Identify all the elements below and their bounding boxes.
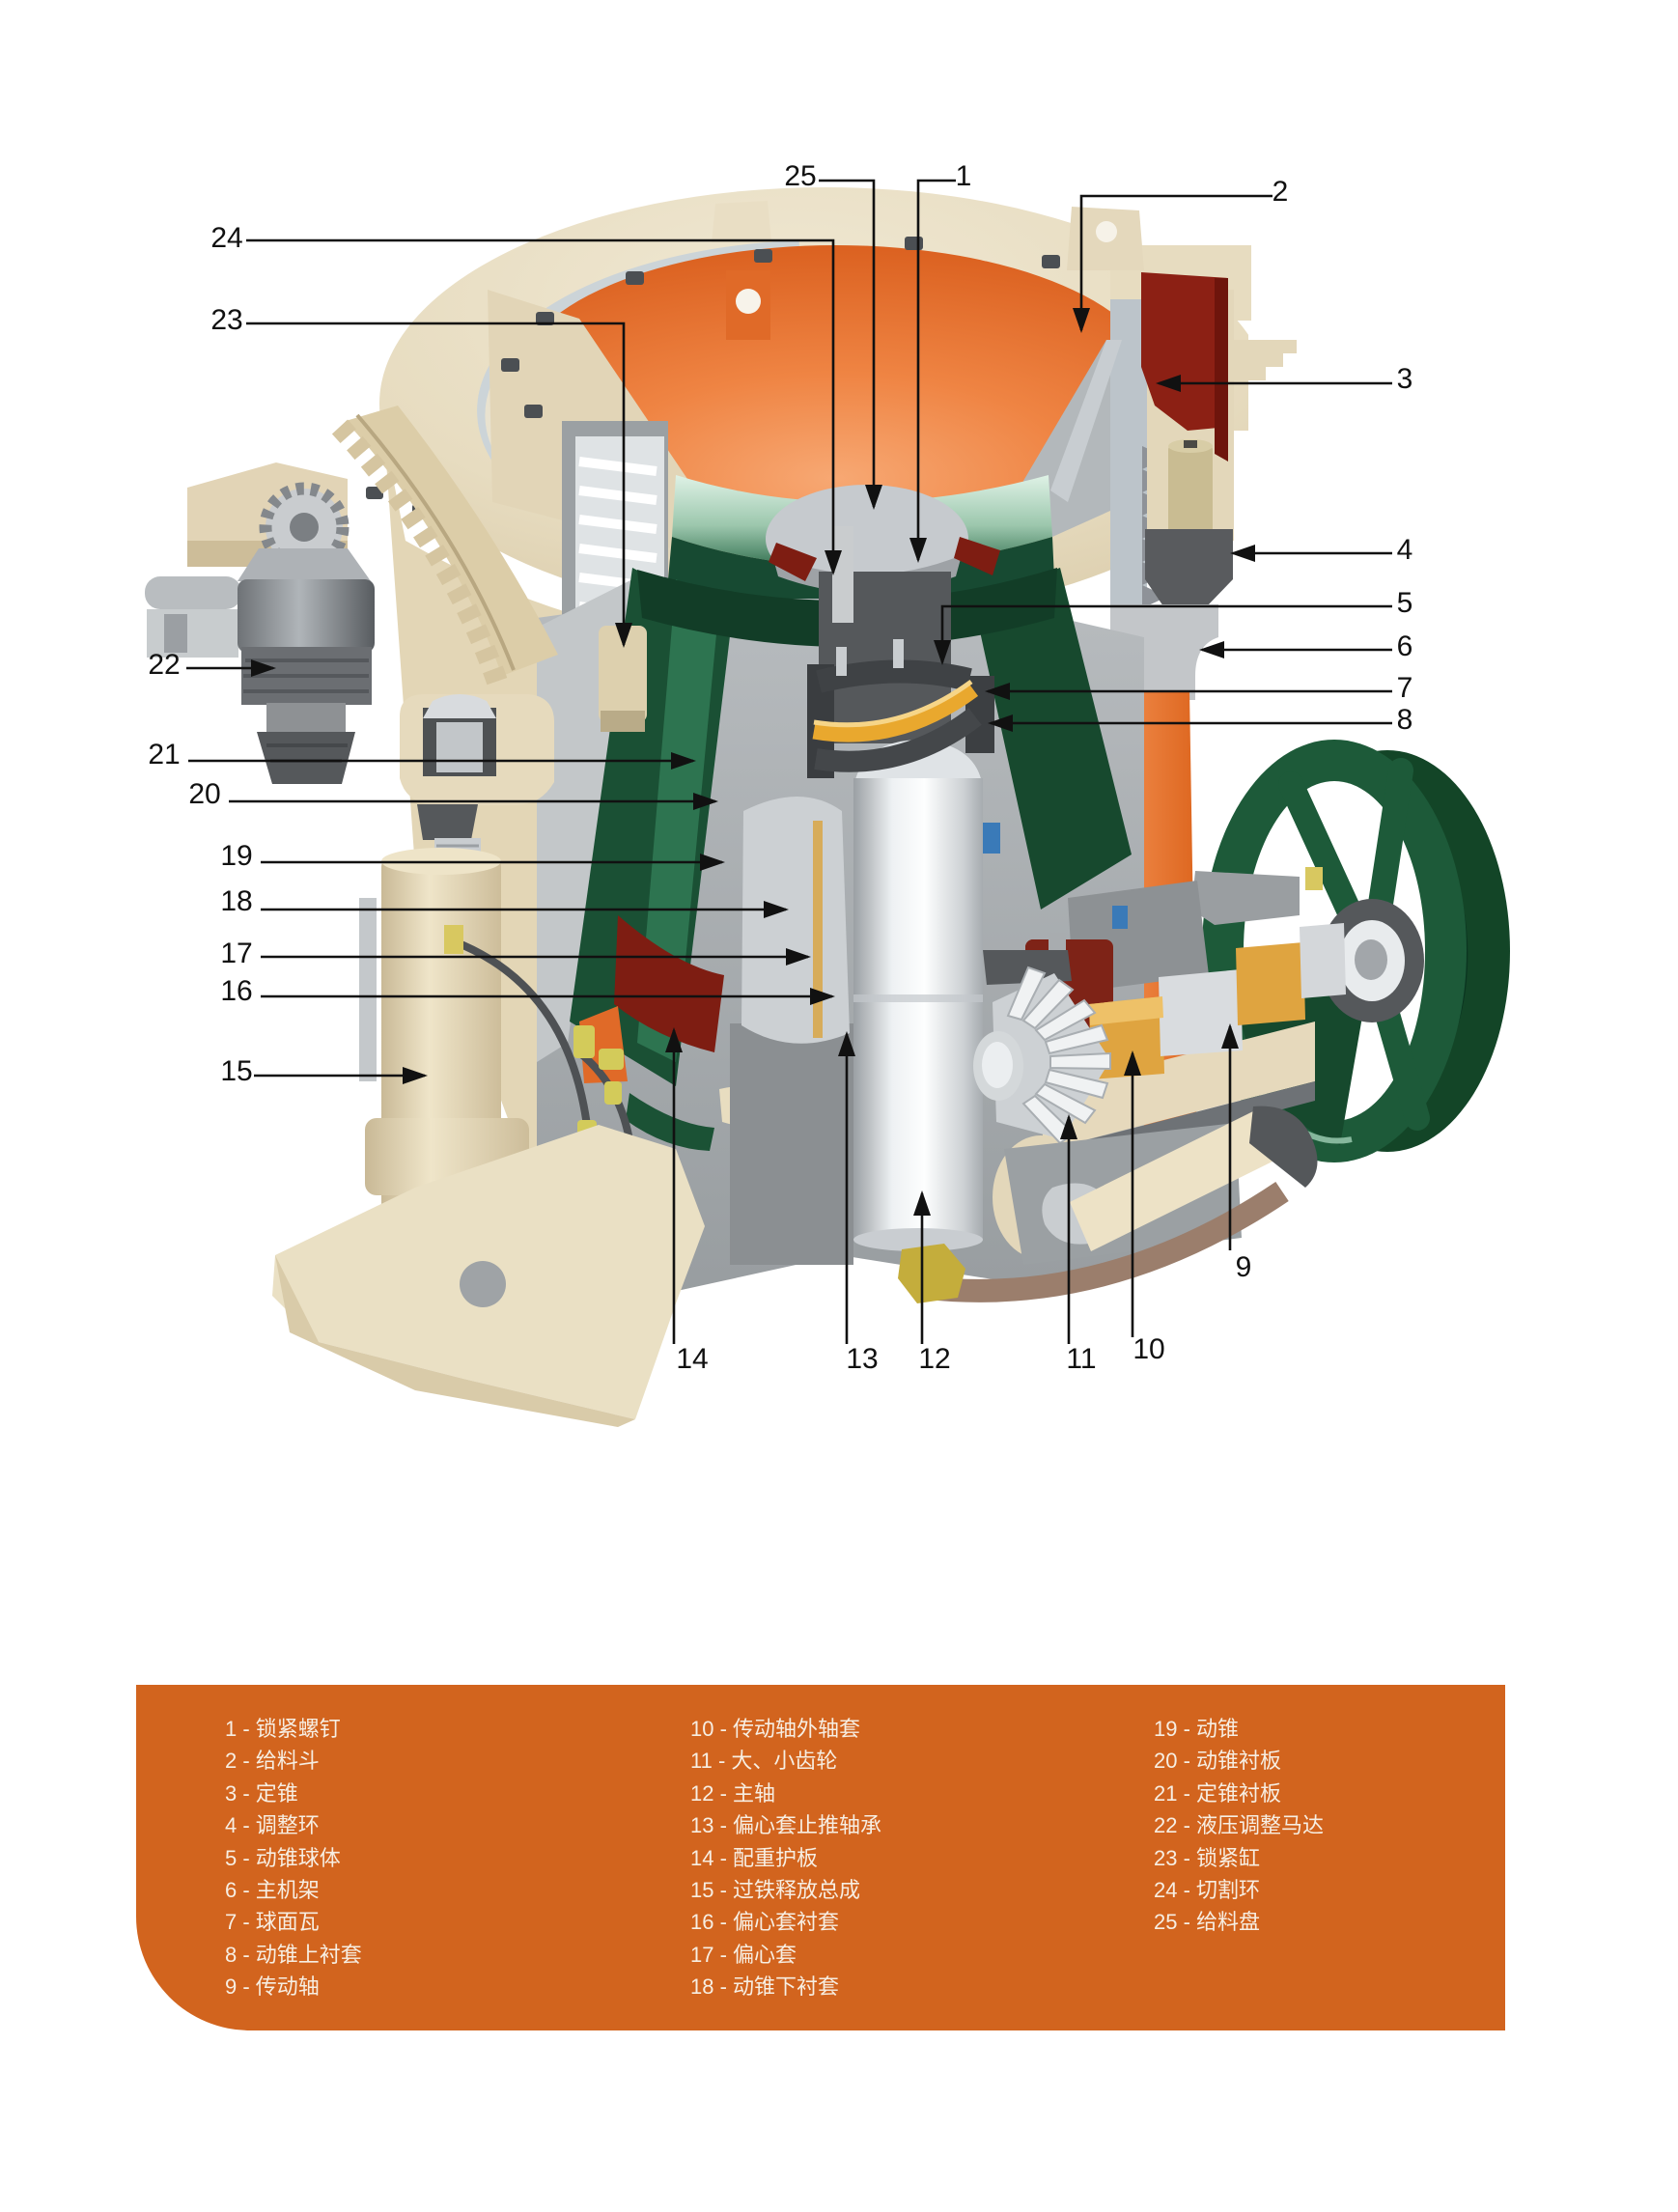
svg-text:3: 3 bbox=[1397, 363, 1413, 395]
svg-text:24: 24 bbox=[210, 222, 242, 254]
svg-text:11: 11 bbox=[1066, 1343, 1096, 1375]
svg-text:5: 5 bbox=[1397, 587, 1413, 619]
svg-text:13: 13 bbox=[846, 1343, 878, 1375]
svg-text:10: 10 bbox=[1133, 1333, 1164, 1365]
svg-text:21: 21 bbox=[148, 739, 180, 770]
svg-text:4: 4 bbox=[1397, 534, 1413, 566]
svg-text:6: 6 bbox=[1397, 630, 1413, 662]
svg-text:14: 14 bbox=[676, 1343, 708, 1375]
svg-text:7: 7 bbox=[1397, 672, 1413, 704]
svg-text:1: 1 bbox=[956, 160, 972, 192]
svg-text:9: 9 bbox=[1236, 1251, 1252, 1283]
svg-text:25: 25 bbox=[784, 160, 816, 192]
svg-text:18: 18 bbox=[220, 885, 252, 917]
svg-text:15: 15 bbox=[220, 1055, 252, 1087]
svg-text:17: 17 bbox=[220, 938, 252, 969]
svg-text:20: 20 bbox=[188, 778, 220, 810]
svg-text:19: 19 bbox=[220, 840, 252, 872]
svg-text:16: 16 bbox=[220, 975, 252, 1007]
svg-text:8: 8 bbox=[1397, 704, 1413, 736]
svg-text:2: 2 bbox=[1272, 176, 1289, 208]
svg-text:12: 12 bbox=[918, 1343, 950, 1375]
svg-text:23: 23 bbox=[210, 304, 242, 336]
svg-text:22: 22 bbox=[148, 649, 180, 681]
